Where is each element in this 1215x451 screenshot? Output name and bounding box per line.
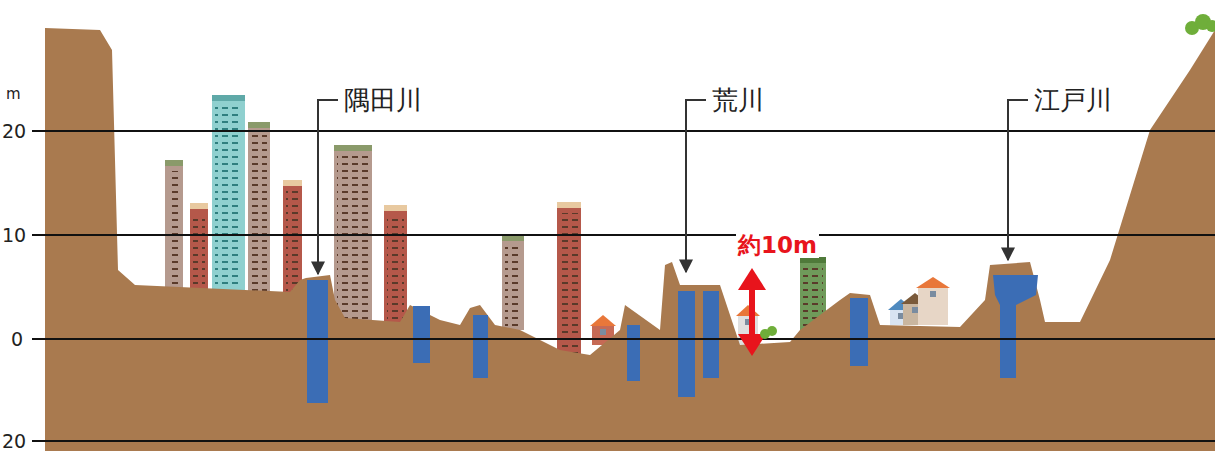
building	[165, 165, 183, 290]
house-window	[912, 307, 918, 313]
axis-tick: 20	[2, 121, 26, 142]
house-window	[600, 329, 606, 335]
building-roof	[283, 180, 302, 186]
house	[918, 287, 948, 325]
building-roof	[212, 95, 245, 101]
axis-tick: 10	[2, 225, 26, 246]
river-name: 荒川	[712, 86, 764, 115]
river-channel	[413, 306, 430, 363]
building	[212, 100, 245, 292]
dimension-label: 約10m	[736, 233, 819, 258]
building	[502, 240, 524, 330]
axis-tick: 20	[2, 431, 26, 451]
river-channel	[627, 325, 640, 381]
building-roof	[384, 205, 407, 211]
trees	[760, 14, 1215, 339]
building-windows	[193, 214, 205, 286]
river-channel	[307, 280, 328, 403]
river-channel	[850, 298, 868, 366]
building	[190, 208, 208, 290]
building-roof	[190, 203, 208, 209]
building-windows	[215, 106, 242, 288]
river-name: 隅田川	[344, 86, 422, 115]
river-channel	[703, 291, 719, 378]
grid-lines	[32, 131, 1215, 441]
house-roof	[736, 305, 760, 316]
building	[384, 210, 407, 323]
house-roof	[916, 277, 950, 288]
building	[557, 207, 581, 357]
river-channel	[678, 291, 695, 397]
building-windows	[505, 246, 521, 326]
building-windows	[337, 156, 369, 319]
building-roof	[248, 122, 270, 128]
axis-tick: 0	[11, 329, 23, 350]
house-window	[930, 291, 936, 297]
river-name: 江戸川	[1034, 86, 1112, 115]
leader-lines	[318, 100, 1028, 274]
house-roof	[590, 315, 616, 326]
river-channel	[473, 315, 488, 378]
building-windows	[387, 216, 404, 319]
dimension-arrow	[738, 268, 766, 356]
river-channel	[993, 275, 1038, 378]
building-roof	[165, 160, 183, 166]
building-windows	[251, 133, 267, 291]
building	[334, 150, 372, 323]
building-windows	[168, 171, 180, 286]
ground-profile	[45, 28, 1215, 451]
building-roof	[557, 202, 581, 208]
building-roof	[334, 145, 372, 151]
axis-unit: m	[6, 86, 21, 103]
building	[248, 127, 270, 295]
